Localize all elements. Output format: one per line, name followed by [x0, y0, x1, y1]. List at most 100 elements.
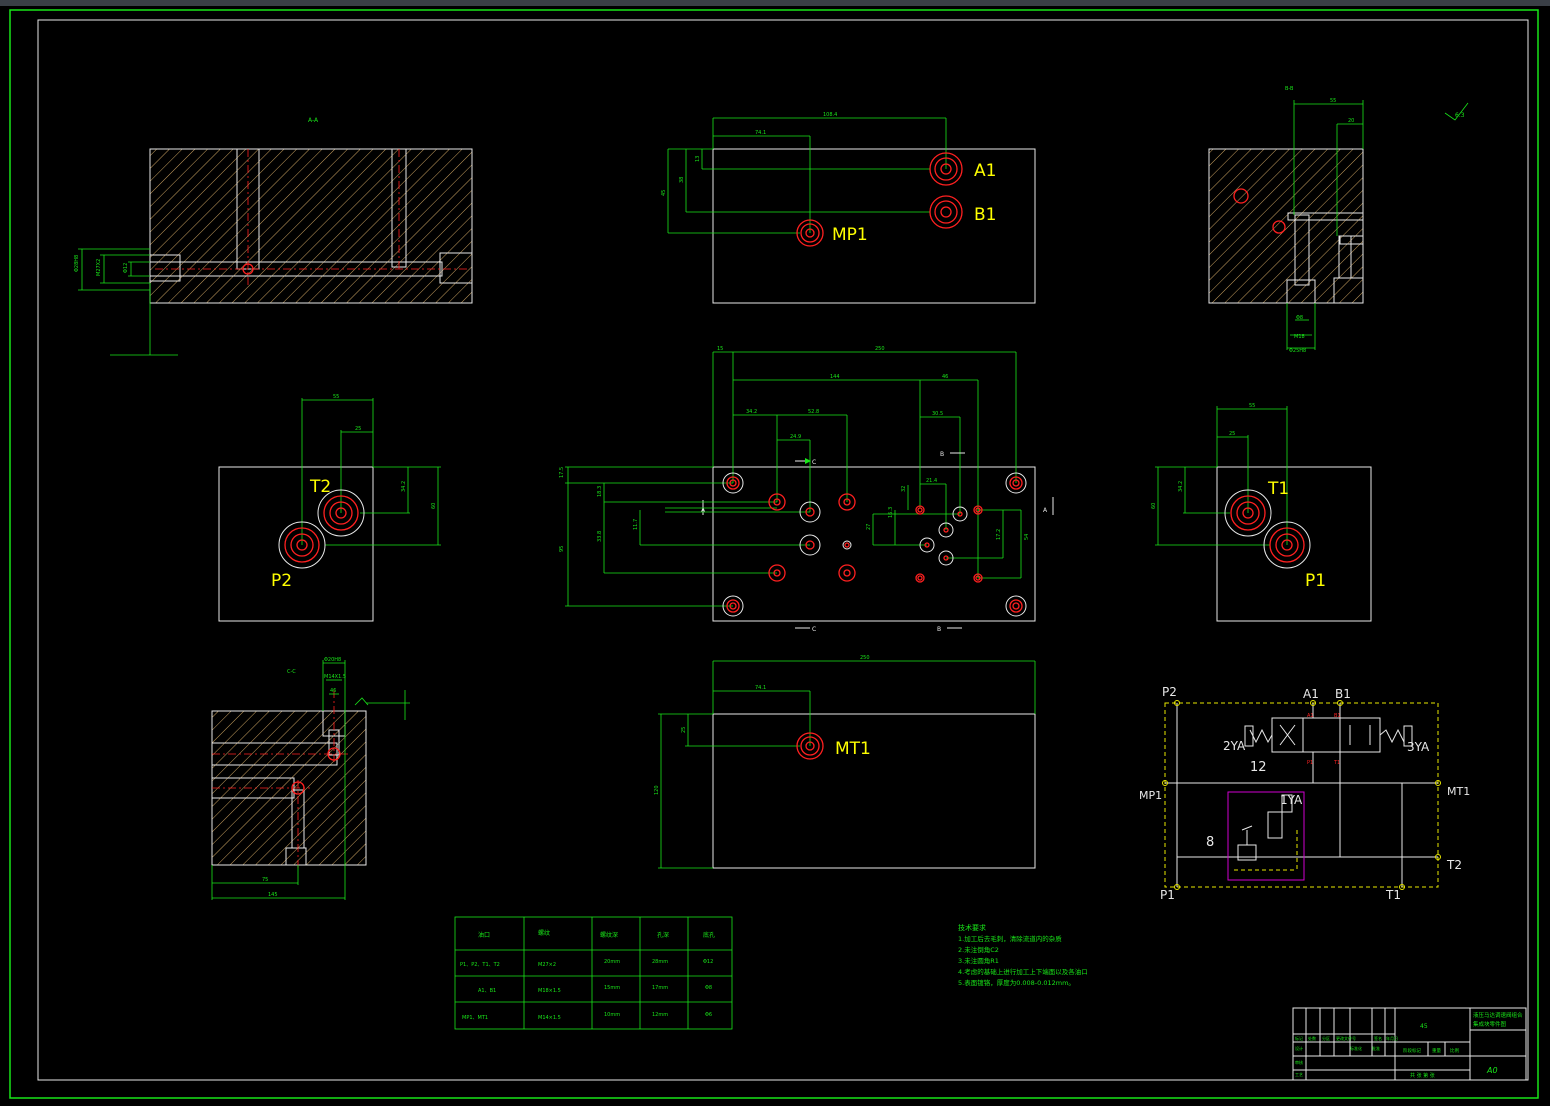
main-dim-528: 52.8 — [808, 409, 819, 415]
title-block-label: 重量 — [1432, 1047, 1441, 1054]
sch-label-t1: T1 — [1385, 888, 1401, 902]
title-block-label: 更改文件号 — [1336, 1035, 1356, 1041]
title-block-label: 阶段标记 — [1403, 1047, 1421, 1054]
sch-label-p2: P2 — [1162, 685, 1177, 699]
main-dim-305: 30.5 — [932, 411, 943, 417]
table-header-bottom-hole: 底孔 — [703, 931, 715, 939]
sch-label-12: 12 — [1250, 760, 1267, 775]
view-top: 108.4 74.1 45 38 13 A1 B1 MP1 — [661, 112, 1036, 304]
drawing-canvas: A-A Φ28H8 M27X2 Φ12 108.4 74.1 — [9, 9, 1539, 1099]
bb-dim-m18: M18 — [1294, 334, 1305, 340]
title-block-material: 45 — [1420, 1023, 1428, 1030]
left-dim-60: 60 — [431, 503, 437, 509]
title-block: 液压马达调速阀组合 集成块零件图 45 A0 共 张 第 张 标记 处数 分区 … — [1292, 1007, 1527, 1081]
top-dim-1084: 108.4 — [823, 112, 837, 118]
table-header-thread: 螺纹 — [538, 929, 550, 937]
main-dim-214: 21.4 — [926, 478, 937, 484]
left-dim-55: 55 — [333, 394, 339, 400]
section-cc: C-C Φ20H8 M14X1.5 46 75 145 — [211, 657, 410, 900]
sch-label-1ya: 1YA — [1280, 793, 1303, 807]
technical-notes: 技术要求 1.加工后去毛刺，清除流道内的杂质 2.未注倒角C2 3.未注圆角R1… — [958, 923, 1088, 987]
table-header-port: 油口 — [478, 931, 490, 939]
title-block-label: 批准 — [1372, 1045, 1380, 1051]
cc-dim-145: 145 — [268, 892, 278, 898]
main-dim-144: 144 — [830, 374, 840, 380]
title-block-sheet-size: A0 — [1486, 1066, 1498, 1075]
sch-label-b1: B1 — [1335, 687, 1351, 701]
right-dim-25: 25 — [1229, 431, 1235, 437]
top-dim-13: 13 — [695, 156, 701, 162]
main-dim-342: 34.2 — [746, 409, 757, 415]
title-block-label: 标记 — [1295, 1035, 1303, 1041]
title-block-label: 标准化 — [1350, 1045, 1362, 1051]
notes-title: 技术要求 — [958, 923, 986, 932]
bb-dim-phi8: Φ8 — [1296, 315, 1303, 321]
port-label-mp1: MP1 — [832, 225, 868, 245]
cc-dim-46: 46 — [330, 688, 336, 694]
title-block-label: 签名 — [1374, 1035, 1382, 1041]
table-cell: M14×1.5 — [538, 1015, 561, 1021]
main-dim-54: 54 — [1024, 534, 1030, 540]
main-dim-163: 16.3 — [888, 507, 894, 518]
section-bb: B-B 6.3 55 20 Φ8 M18 Φ25H8 — [1208, 86, 1469, 354]
aa-dim-phi28: Φ28H8 — [74, 255, 80, 272]
section-arrow-a-left: A — [701, 507, 706, 514]
notes-line: 2.未注倒角C2 — [958, 945, 999, 954]
main-dim-183: 18.3 — [597, 486, 603, 497]
section-aa: A-A Φ28H8 M27X2 Φ12 — [74, 117, 473, 356]
main-dim-117: 11.7 — [633, 519, 639, 530]
sch-label-p1: P1 — [1160, 888, 1175, 902]
notes-line: 3.未注圆角R1 — [958, 956, 999, 965]
section-arrow-a-right: A — [1043, 507, 1048, 514]
main-dim-175: 17.5 — [559, 467, 565, 478]
table-cell: A1、B1 — [478, 988, 496, 994]
sch-label-mt1: MT1 — [1447, 785, 1470, 798]
port-label-b1: B1 — [974, 205, 996, 225]
bb-dim-phi25: Φ25H8 — [1289, 348, 1306, 354]
main-dim-15: 15 — [717, 346, 723, 352]
table-cell: Φ6 — [705, 1012, 712, 1018]
main-dim-27: 27 — [866, 524, 872, 530]
cad-drawing-sheet: A-A Φ28H8 M27X2 Φ12 108.4 74.1 — [0, 6, 1550, 1102]
port-label-a1: A1 — [974, 161, 996, 181]
aa-dim-m27: M27X2 — [96, 259, 102, 276]
sch-label-t2: T2 — [1446, 858, 1462, 872]
sch-valve-p: P1 — [1307, 760, 1313, 766]
table-cell: 12mm — [652, 1012, 668, 1018]
left-dim-25: 25 — [355, 426, 361, 432]
bottom-dim-250: 250 — [860, 655, 870, 661]
table-cell: 28mm — [652, 959, 668, 965]
title-block-label: 年月日 — [1386, 1035, 1398, 1041]
notes-line: 1.加工后去毛刺，清除流道内的杂质 — [958, 934, 1062, 943]
view-right: 55 25 34.2 60 T1 P1 — [1151, 403, 1372, 622]
cc-dim-phi20: Φ20H8 — [324, 657, 341, 663]
notes-line: 5.表面镀铬，厚度为0.008-0.012mm。 — [958, 978, 1075, 987]
bb-dim-55: 55 — [1330, 98, 1336, 104]
sch-label-mp1: MP1 — [1139, 789, 1162, 802]
view-bottom: 250 74.1 25 120 MT1 — [654, 655, 1036, 869]
port-table: 油口 螺纹 螺纹深 孔深 底孔 P1、P2、T1、T2 M27×2 20mm 2… — [454, 916, 733, 1030]
top-dim-741: 74.1 — [755, 130, 766, 136]
title-block-label: 工艺 — [1295, 1072, 1303, 1077]
sch-valve-t: T1 — [1333, 760, 1340, 766]
main-dim-32: 32 — [901, 486, 907, 492]
main-dim-46: 46 — [942, 374, 948, 380]
sch-label-2ya: 2YA — [1223, 739, 1246, 753]
section-arrow-b-bottom: B — [937, 626, 941, 633]
title-block-name-2: 集成块零件图 — [1473, 1020, 1507, 1028]
right-dim-60: 60 — [1151, 503, 1157, 509]
table-cell: P1、P2、T1、T2 — [460, 962, 500, 968]
table-cell: Φ8 — [705, 985, 712, 991]
section-arrow-b-top: B — [940, 451, 944, 458]
left-dim-342: 34.2 — [401, 481, 407, 492]
port-label-t2: T2 — [309, 477, 331, 497]
main-dim-249: 24.9 — [790, 434, 801, 440]
cc-dim-75: 75 — [262, 877, 268, 883]
section-aa-label: A-A — [308, 117, 319, 124]
title-block-label: 处数 — [1308, 1035, 1316, 1041]
main-dim-172: 17.2 — [996, 529, 1002, 540]
port-label-p1: P1 — [1305, 571, 1326, 591]
table-header-thread-depth: 螺纹深 — [600, 931, 618, 939]
main-dim-338: 33.8 — [597, 531, 603, 542]
bottom-dim-741: 74.1 — [755, 685, 766, 691]
